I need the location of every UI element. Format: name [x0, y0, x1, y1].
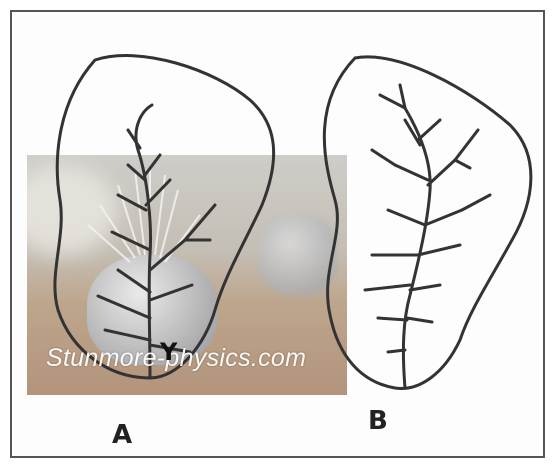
- label-leaf-a: A: [112, 420, 132, 450]
- label-y: Y: [160, 338, 177, 366]
- leaf-a-outline: [55, 56, 274, 378]
- label-leaf-b: B: [368, 406, 388, 436]
- leaf-b-veins: [365, 85, 490, 388]
